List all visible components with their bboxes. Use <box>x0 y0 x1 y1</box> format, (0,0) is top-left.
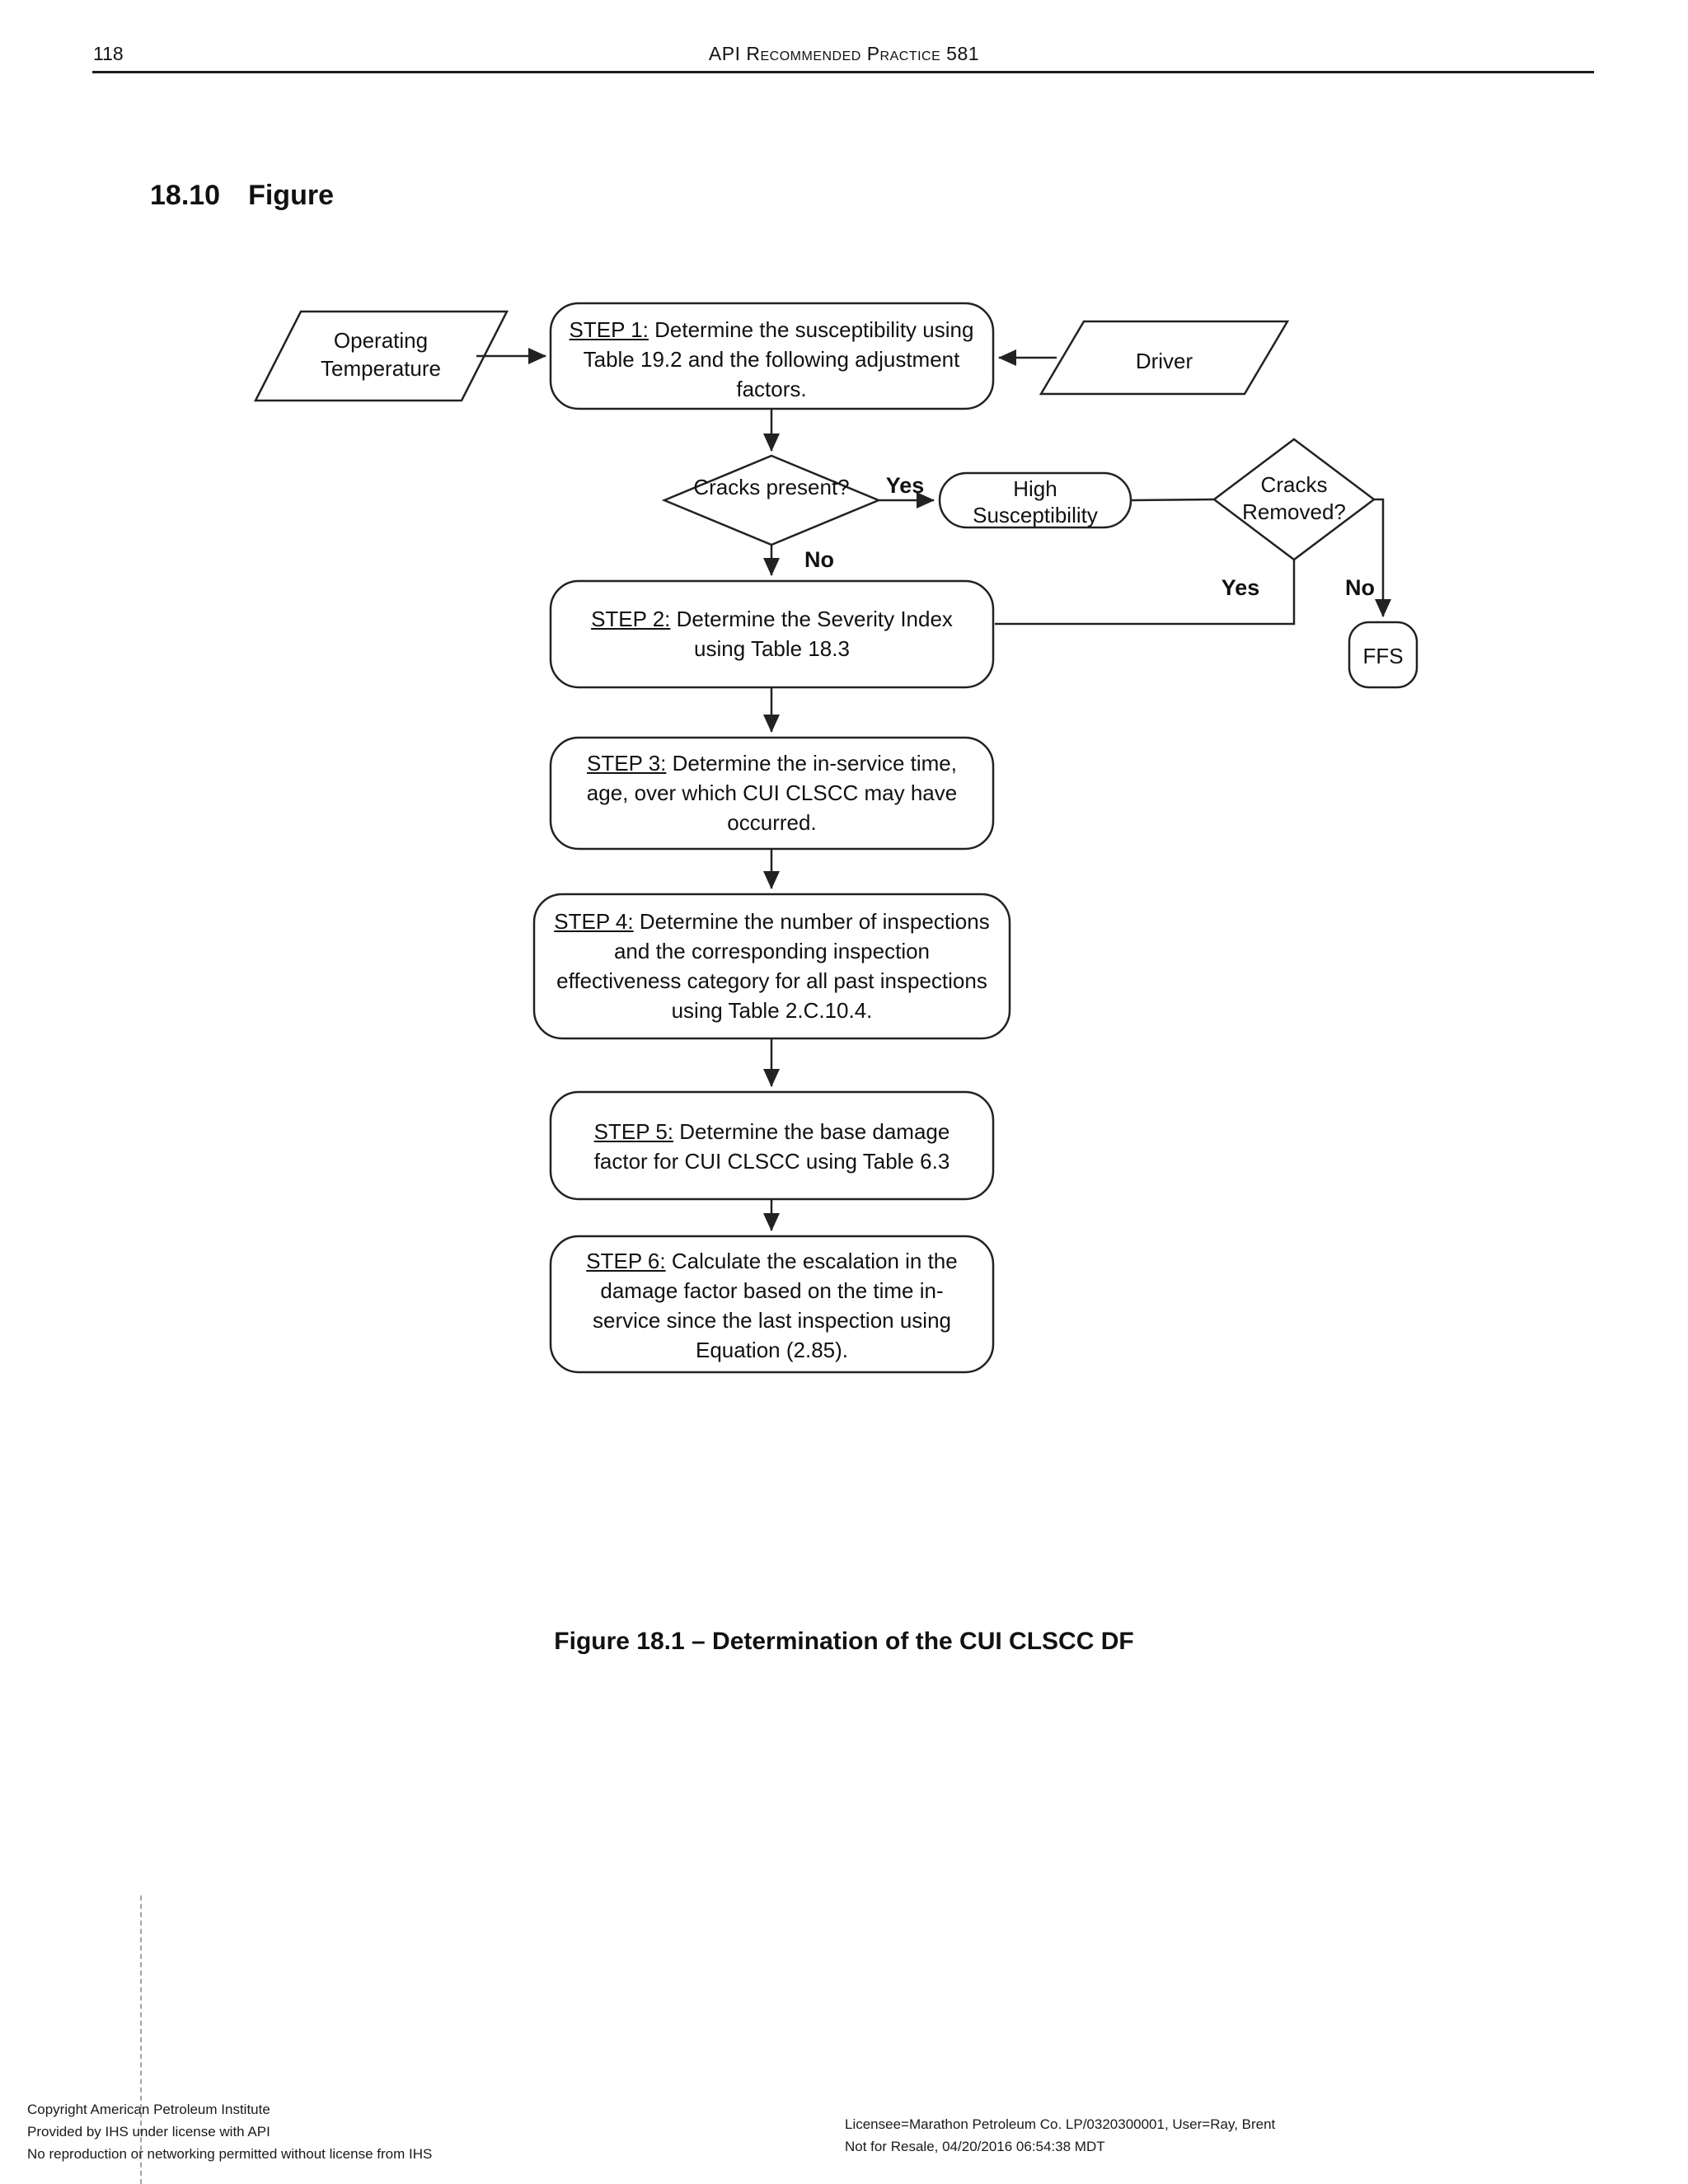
step6-prefix: STEP 6: <box>586 1249 666 1273</box>
step2-label: STEP 2: Determine the Severity Index usi… <box>567 604 977 663</box>
step4-prefix: STEP 4: <box>554 909 634 934</box>
step3-text: Determine the in-service time, age, over… <box>586 751 958 835</box>
connector-cracksremoved-yes-step2 <box>995 560 1296 626</box>
figure-caption: Figure 18.1 – Determination of the CUI C… <box>554 1628 1134 1655</box>
footer-licensee-line: Licensee=Marathon Petroleum Co. LP/03203… <box>845 2116 1276 2132</box>
page-number: 118 <box>93 43 124 64</box>
high-susceptibility-label: High Susceptibility <box>973 476 1098 527</box>
step3-prefix: STEP 3: <box>587 751 667 776</box>
step5-prefix: STEP 5: <box>593 1119 674 1144</box>
header-rule <box>92 71 1594 73</box>
step2-prefix: STEP 2: <box>591 607 671 631</box>
step4-label: STEP 4: Determine the number of inspecti… <box>551 907 993 1025</box>
step1-label: STEP 1: Determine the susceptibility usi… <box>561 315 982 404</box>
footer-license-block: Licensee=Marathon Petroleum Co. LP/03203… <box>845 2113 1275 2158</box>
cracks-present-label: Cracks present? <box>693 475 850 499</box>
connector-cracksremoved-no-ffs <box>1374 498 1391 617</box>
footer-copyright-block: Copyright American Petroleum Institute P… <box>27 2098 432 2165</box>
operating-temperature-label: Operating Temperature <box>321 328 441 381</box>
step4-text: Determine the number of inspections and … <box>556 909 990 1023</box>
footer-copyright-line: Copyright American Petroleum Institute <box>27 2102 270 2117</box>
step1-prefix: STEP 1: <box>569 317 649 342</box>
connector-highsusceptibility-cracksremoved <box>1130 498 1215 502</box>
section-heading: 18.10 Figure <box>150 180 334 212</box>
driver-shape <box>1039 320 1290 396</box>
cracks-removed-yes-label: Yes <box>1221 575 1260 600</box>
cracks-removed-no-label: No <box>1345 575 1375 600</box>
section-number: 18.10 <box>150 180 221 211</box>
step5-text: Determine the base damage factor for CUI… <box>593 1119 950 1174</box>
operating-temperature-shape <box>253 310 509 402</box>
section-title: Figure <box>248 180 334 211</box>
step5-label: STEP 5: Determine the base damage factor… <box>567 1117 977 1176</box>
step6-label: STEP 6: Calculate the escalation in the … <box>567 1246 977 1365</box>
driver-label: Driver <box>1135 349 1193 373</box>
binding-dashed-line <box>140 1896 142 2184</box>
step6-box <box>549 1235 995 1374</box>
step2-text: Determine the Severity Index using Table… <box>676 607 953 661</box>
ffs-label: FFS <box>1362 644 1404 668</box>
cracks-removed-label: Cracks Removed? <box>1242 472 1346 524</box>
footer-noreproduction-line: No reproduction or networking permitted … <box>27 2146 433 2162</box>
step3-label: STEP 3: Determine the in-service time, a… <box>567 748 977 837</box>
cracks-present-no-label: No <box>804 547 834 572</box>
header-title: API Recommended Practice 581 <box>708 43 980 64</box>
step1-text: Determine the susceptibility using Table… <box>583 317 974 401</box>
footer-notforresale-line: Not for Resale, 04/20/2016 06:54:38 MDT <box>845 2139 1105 2154</box>
step6-text: Calculate the escalation in the damage f… <box>592 1249 958 1362</box>
footer-provided-line: Provided by IHS under license with API <box>27 2124 270 2139</box>
cracks-present-yes-label: Yes <box>885 473 925 498</box>
ffs-shape <box>1348 621 1418 689</box>
